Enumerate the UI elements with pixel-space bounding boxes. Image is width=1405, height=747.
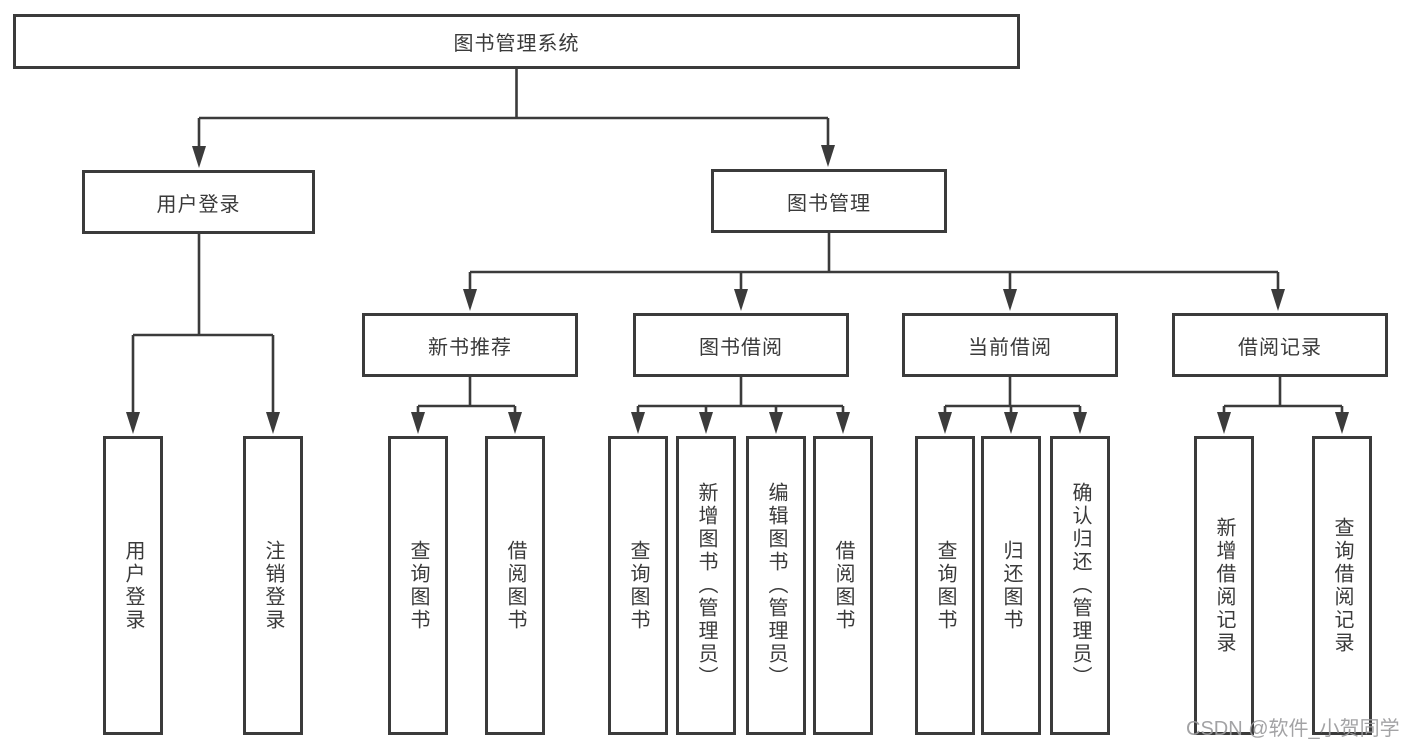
leaf-logout: 注销登录: [243, 436, 303, 735]
leaf-confirm-return-admin: 确认归还（管理员）: [1050, 436, 1110, 735]
leaf-label: 查询图书: [627, 539, 649, 632]
leaf-add-borrow-record: 新增借阅记录: [1194, 436, 1254, 735]
node-book-management: 图书管理: [711, 169, 947, 233]
leaf-label: 归还图书: [1000, 539, 1022, 632]
leaf-label: 用户登录: [122, 539, 144, 632]
node-new-book-recommend: 新书推荐: [362, 313, 578, 377]
leaf-label: 新增图书（管理员）: [695, 482, 717, 689]
leaf-query-borrow-record: 查询借阅记录: [1312, 436, 1372, 735]
leaf-label: 新增借阅记录: [1213, 516, 1235, 655]
node-current-borrow: 当前借阅: [902, 313, 1118, 377]
leaf-label: 借阅图书: [504, 539, 526, 632]
leaf-add-books-admin: 新增图书（管理员）: [676, 436, 736, 735]
leaf-borrow-books-recommend: 借阅图书: [485, 436, 545, 735]
leaf-label: 查询图书: [934, 539, 956, 632]
leaf-label: 注销登录: [262, 539, 284, 632]
tree-edges: [131, 69, 1344, 414]
leaf-user-login: 用户登录: [103, 436, 163, 735]
node-label: 用户登录: [156, 193, 241, 216]
node-root: 图书管理系统: [13, 14, 1020, 69]
leaf-return-books: 归还图书: [981, 436, 1041, 735]
leaf-query-books-current: 查询图书: [915, 436, 975, 735]
node-label: 图书管理: [787, 192, 871, 215]
csdn-watermark: CSDN @软件_小贺同学: [1186, 718, 1400, 740]
node-user-login: 用户登录: [82, 170, 315, 234]
leaf-label: 查询借阅记录: [1331, 516, 1353, 655]
leaf-query-books-recommend: 查询图书: [388, 436, 448, 735]
node-book-borrow: 图书借阅: [633, 313, 849, 377]
leaf-label: 编辑图书（管理员）: [765, 482, 787, 689]
leaf-borrow-books: 借阅图书: [813, 436, 873, 735]
leaf-label: 确认归还（管理员）: [1069, 482, 1091, 689]
leaf-query-books-borrow: 查询图书: [608, 436, 668, 735]
node-root-label: 图书管理系统: [453, 33, 580, 55]
leaf-label: 查询图书: [407, 539, 429, 632]
node-label: 图书借阅: [699, 336, 783, 359]
arrowhead-icons: [126, 145, 1349, 434]
node-borrow-records: 借阅记录: [1172, 313, 1388, 377]
node-label: 当前借阅: [968, 336, 1052, 359]
leaf-edit-books-admin: 编辑图书（管理员）: [746, 436, 806, 735]
node-label: 新书推荐: [428, 336, 512, 359]
node-label: 借阅记录: [1238, 336, 1322, 359]
leaf-label: 借阅图书: [832, 539, 854, 632]
